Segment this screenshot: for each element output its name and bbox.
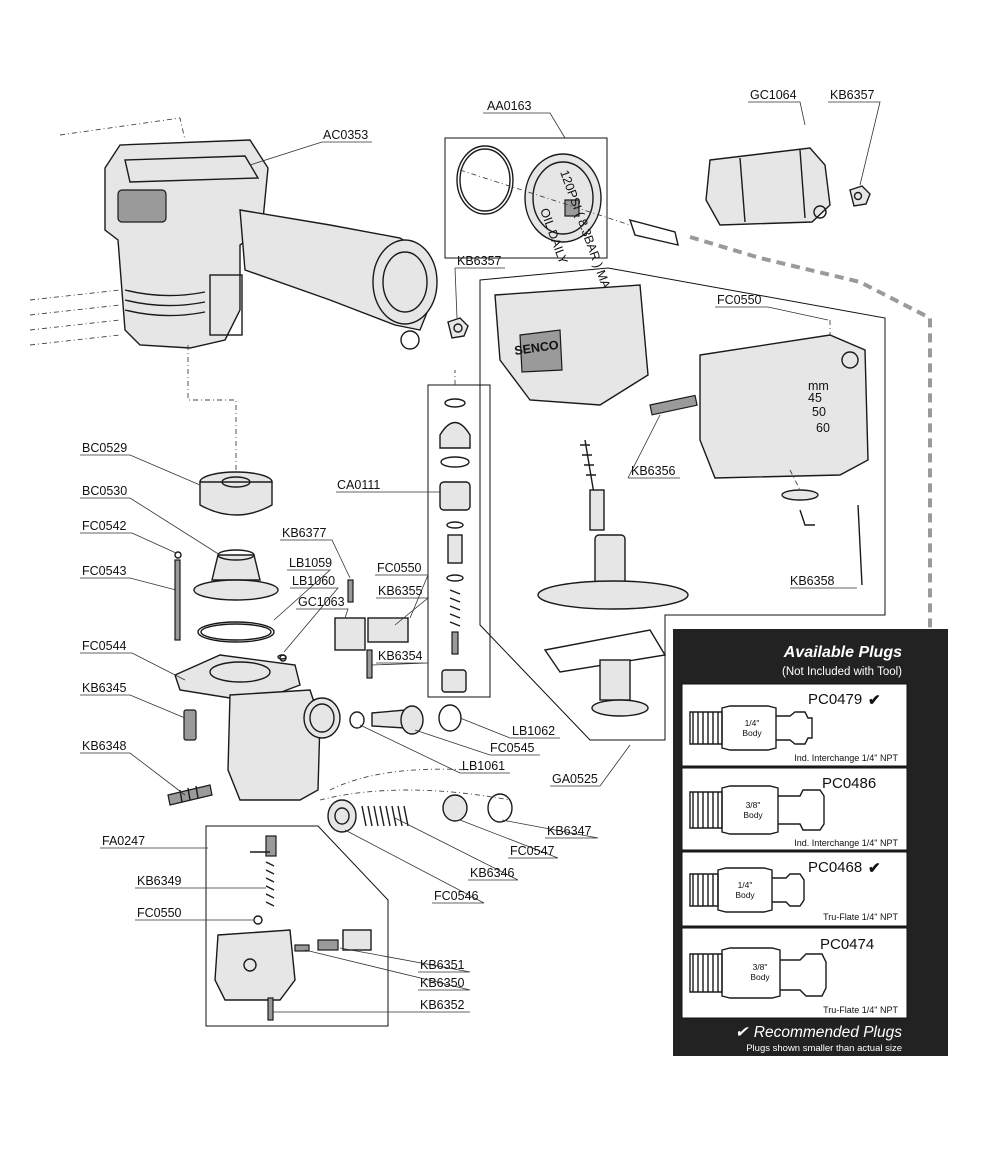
switch-parts-gc1063 — [279, 579, 409, 679]
label-kb6345: KB6345 — [82, 681, 127, 695]
plugs-panel-title: Available Plugs — [783, 644, 902, 661]
label-kb6348: KB6348 — [82, 739, 127, 753]
scale-60: 60 — [816, 421, 830, 435]
piston-parts-left — [174, 345, 301, 703]
label-kb6349: KB6349 — [137, 874, 182, 888]
label-kb6350: KB6350 — [420, 976, 465, 990]
plugs-panel-subtitle: (Not Included with Tool) — [782, 666, 902, 678]
label-fc0542: FC0542 — [82, 519, 127, 533]
label-kb6346: KB6346 — [470, 866, 515, 880]
lower-body — [167, 689, 471, 806]
plug-description: Ind. Interchange 1/4" NPT — [794, 753, 898, 763]
label-kb6357-mid: KB6357 — [457, 254, 502, 268]
scale-50: 50 — [812, 405, 826, 419]
plug-description: Ind. Interchange 1/4" NPT — [794, 838, 898, 848]
plug-item: PC0479 ✔ 1/4" Body Ind. Interchange 1/4"… — [681, 683, 908, 767]
plug-body-line1: 3/8" — [746, 800, 761, 810]
bracket-gc1064 — [705, 147, 871, 226]
label-kb6357-top: KB6357 — [830, 88, 875, 102]
brand-text: SENCO — [513, 338, 559, 358]
cap-assembly-aa0163: 120PSI ( 8.3BAR ) MAX OIL DAILY — [444, 137, 679, 299]
label-ac0353: AC0353 — [323, 128, 368, 142]
plug-body-line1: 3/8" — [753, 962, 768, 972]
plug-body-line2: Body — [750, 972, 770, 982]
plug-body-line2: Body — [742, 728, 762, 738]
housing-ac0353 — [29, 117, 438, 350]
label-gc1064: GC1064 — [750, 88, 797, 102]
label-kb6356: KB6356 — [631, 464, 676, 478]
plug-code: PC0468 — [808, 859, 862, 876]
label-bc0530: BC0530 — [82, 484, 127, 498]
recommended-plugs-subtitle: Plugs shown smaller than actual size — [746, 1043, 902, 1054]
label-fc0545: FC0545 — [490, 741, 535, 755]
label-kb6352: KB6352 — [420, 998, 465, 1012]
plug-item: PC0486 3/8" Body Ind. Interchange 1/4" N… — [681, 767, 908, 851]
label-kb6355: KB6355 — [378, 584, 423, 598]
label-lb1060: LB1060 — [292, 574, 335, 588]
plug-code: PC0479 — [808, 691, 862, 708]
plug-description: Tru-Flate 1/4" NPT — [823, 1005, 898, 1015]
plug-item: PC0474 3/8" Body Tru-Flate 1/4" NPT — [681, 927, 908, 1019]
label-ga0525: GA0525 — [552, 772, 598, 786]
scale-unit: mm — [808, 379, 829, 393]
label-fc0544: FC0544 — [82, 639, 127, 653]
check-icon: ✔ — [868, 692, 881, 709]
scale-45: 45 — [808, 391, 822, 405]
label-fc0550-mid: FC0550 — [377, 561, 422, 575]
label-aa0163: AA0163 — [487, 99, 532, 113]
label-ca0111: CA0111 — [337, 478, 380, 492]
label-kb6354: KB6354 — [378, 649, 423, 663]
recommended-plugs-title: Recommended Plugs — [754, 1024, 902, 1041]
label-fc0550-right: FC0550 — [717, 293, 762, 307]
plug-body-line1: 1/4" — [745, 718, 760, 728]
label-fc0546: FC0546 — [434, 889, 479, 903]
plug-body-line2: Body — [743, 810, 763, 820]
label-fc0543: FC0543 — [82, 564, 127, 578]
check-icon: ✔ — [868, 860, 881, 877]
available-plugs-panel: Available Plugs (Not Included with Tool)… — [673, 629, 948, 1056]
nut-kb6357-mid — [447, 317, 469, 339]
label-bc0529: BC0529 — [82, 441, 127, 455]
spring-parts — [319, 789, 513, 833]
label-fc0547: FC0547 — [510, 844, 555, 858]
part-labels: AC0353 AA0163 GC1064 KB6357 KB6357 FC055… — [82, 88, 875, 1012]
label-lb1061: LB1061 — [462, 759, 505, 773]
leader-lines — [80, 101, 881, 1013]
plug-code: PC0474 — [820, 936, 874, 953]
plug-item: PC0468 ✔ 1/4" Body Tru-Flate 1/4" NPT — [681, 851, 908, 927]
label-kb6351: KB6351 — [420, 958, 465, 972]
plug-description: Tru-Flate 1/4" NPT — [823, 912, 898, 922]
label-lb1062: LB1062 — [512, 724, 555, 738]
plug-body-line2: Body — [735, 890, 755, 900]
plug-code: PC0486 — [822, 775, 876, 792]
plug-body-line1: 1/4" — [738, 880, 753, 890]
label-lb1059: LB1059 — [289, 556, 332, 570]
valve-assembly-ca0111 — [427, 370, 491, 698]
magazine-group-ga0525: SENCO mm 45 50 60 — [479, 267, 886, 741]
label-gc1063: GC1063 — [298, 595, 345, 609]
label-fa0247: FA0247 — [102, 834, 145, 848]
trigger-assembly-fa0247 — [205, 825, 389, 1027]
label-kb6347: KB6347 — [547, 824, 592, 838]
label-kb6358: KB6358 — [790, 574, 835, 588]
check-icon: ✔ — [735, 1024, 749, 1041]
label-fc0550-low: FC0550 — [137, 906, 182, 920]
label-kb6377: KB6377 — [282, 526, 327, 540]
